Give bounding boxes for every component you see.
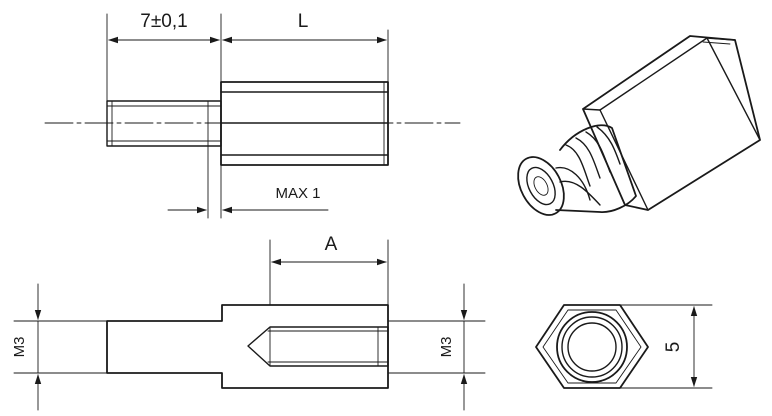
iso-thread xyxy=(555,124,637,213)
section-bore xyxy=(247,326,389,367)
dim-m3-left-label: M3 xyxy=(11,337,28,358)
dim-max-label: MAX 1 xyxy=(275,185,320,202)
end-bore-circle xyxy=(567,322,617,372)
iso-thread-end xyxy=(517,156,565,216)
dim-thread-length-label: 7±0,1 xyxy=(140,11,187,32)
isometric-view xyxy=(517,35,761,216)
side-view: 7±0,1 L MAX 1 xyxy=(44,11,461,219)
dim-depth-label: A xyxy=(325,234,338,255)
dim-hex-label: 5 xyxy=(663,342,684,353)
thread-outline xyxy=(106,100,222,147)
end-outer-circle xyxy=(556,311,628,383)
dim-m3-right-label: M3 xyxy=(438,337,455,358)
section-body xyxy=(106,304,389,389)
end-view: 5 xyxy=(535,304,713,389)
section-view: A M3 M3 xyxy=(11,234,486,411)
dim-body-length-label: L xyxy=(298,11,309,32)
end-thread-circle xyxy=(561,316,623,378)
